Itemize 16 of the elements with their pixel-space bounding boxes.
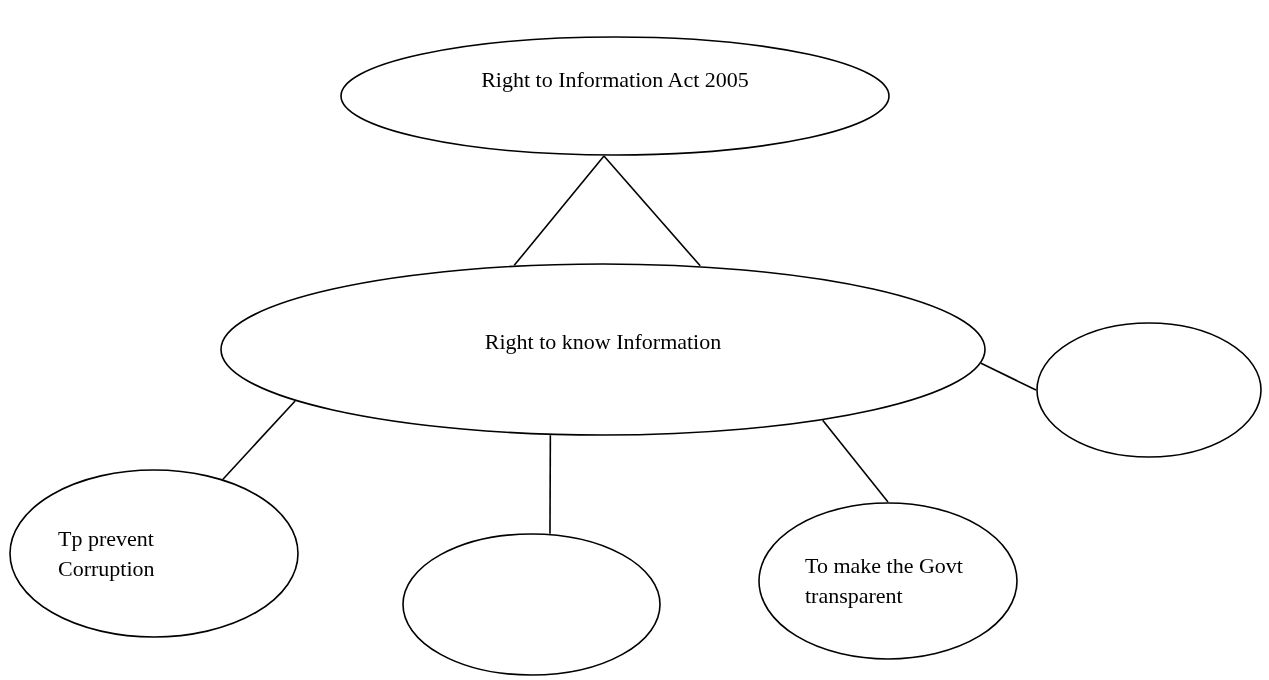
oval-node	[758, 502, 1018, 660]
empty-oval	[402, 533, 661, 676]
node-label: Right to Information Act 2005	[481, 66, 749, 94]
oval-node	[220, 263, 986, 436]
connector-line	[549, 434, 552, 535]
connector-line	[222, 400, 296, 480]
connector-line	[513, 155, 605, 267]
connector-line	[603, 155, 701, 267]
node-label: To make the Govt transparent	[805, 552, 964, 610]
connector-line	[980, 362, 1037, 391]
empty-oval	[1036, 322, 1262, 458]
oval-node	[9, 469, 299, 638]
node-label: Tp prevent Corruption	[58, 524, 156, 583]
node-label: Right to know Information	[484, 327, 722, 356]
oval-node	[340, 36, 890, 156]
connector-line	[821, 419, 889, 503]
